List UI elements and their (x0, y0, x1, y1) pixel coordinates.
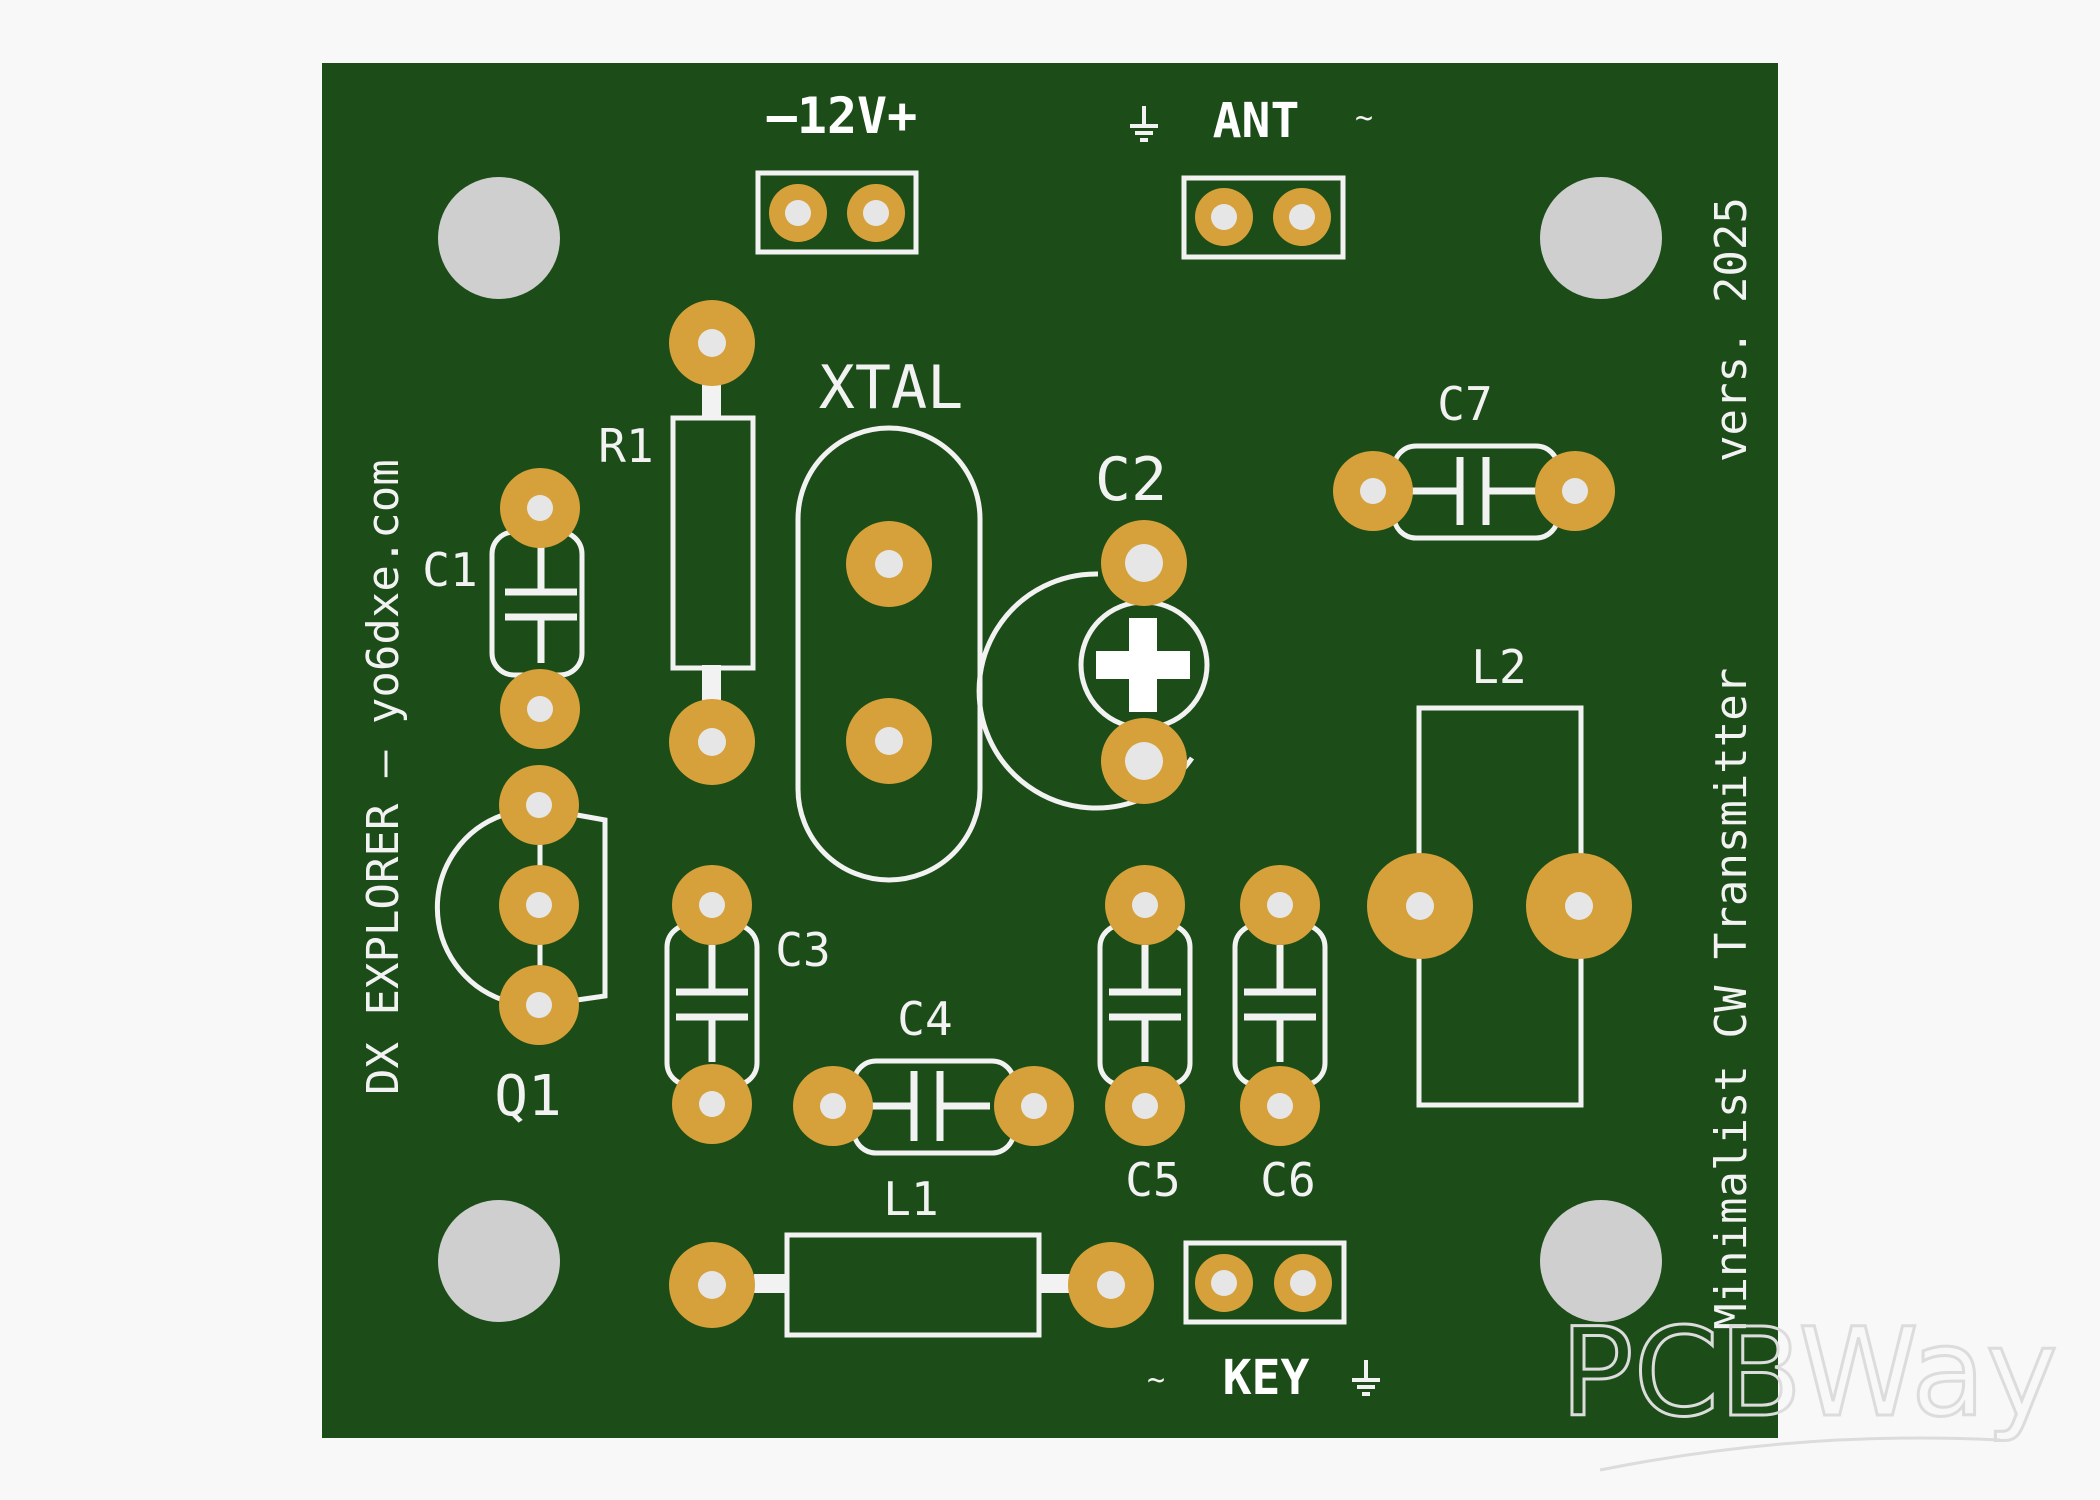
c1-capacitor-symbol (505, 545, 577, 663)
key-connector-pads (1195, 1254, 1332, 1312)
antenna-tilde-label: ~ (1355, 101, 1373, 136)
key-connector-outline (1183, 1240, 1347, 1325)
xtal-body (795, 425, 983, 883)
c5-label: C5 (1125, 1153, 1180, 1207)
mounting-hole-top-right (1540, 177, 1662, 299)
c6-capacitor-symbol (1244, 945, 1316, 1062)
r1-lead-bottom (702, 665, 721, 707)
xtal-label: XTAL (819, 353, 964, 423)
q1-body-arc (434, 812, 504, 1003)
c4-capacitor-symbol (866, 1071, 990, 1141)
c3-label: C3 (775, 923, 830, 977)
r1-body (670, 415, 756, 671)
mounting-hole-bottom-left (438, 1200, 560, 1322)
q1-label: Q1 (494, 1064, 561, 1129)
antenna-connector-outline (1181, 175, 1346, 260)
c1-label: C1 (422, 543, 477, 597)
power-connector-label: –12V+ (767, 87, 918, 145)
l1-lead-right (1037, 1274, 1071, 1293)
c6-label: C6 (1260, 1153, 1315, 1207)
ground-icon (1352, 1360, 1380, 1396)
c7-label: C7 (1437, 377, 1492, 431)
c4-label: C4 (897, 992, 952, 1046)
antenna-connector-label: ANT (1213, 93, 1300, 149)
q1-body-flat (576, 812, 608, 1003)
board-credit-text: DX EXPLORER – yo6dxe.com (358, 459, 409, 1095)
watermark-logo: PCBWay (1560, 1302, 2058, 1444)
key-tilde-label: ~ (1147, 1363, 1165, 1398)
ground-icon (1130, 106, 1158, 142)
c3-capacitor-symbol (676, 945, 748, 1062)
power-connector-outline (755, 170, 919, 255)
watermark-swoosh (1599, 1436, 2001, 1472)
mounting-hole-bottom-right (1540, 1200, 1662, 1322)
key-connector-label: KEY (1223, 1350, 1310, 1406)
r1-label: R1 (598, 419, 653, 473)
r1-lead-top (702, 378, 721, 420)
c5-capacitor-symbol (1109, 945, 1181, 1062)
c2-label: C2 (1095, 445, 1167, 515)
version-text: vers. 2025 (1706, 197, 1757, 462)
l1-lead-left (754, 1274, 788, 1293)
antenna-connector-pads (1195, 188, 1331, 246)
l1-body (784, 1232, 1042, 1338)
plus-icon (1096, 618, 1190, 712)
l1-label: L1 (883, 1172, 938, 1226)
l2-label: L2 (1471, 640, 1526, 694)
mounting-hole-top-left (438, 177, 560, 299)
power-connector-pads (769, 184, 905, 242)
board-title-text: Minimalist CW Transmitter (1706, 668, 1757, 1330)
pcb-board (322, 63, 1778, 1438)
